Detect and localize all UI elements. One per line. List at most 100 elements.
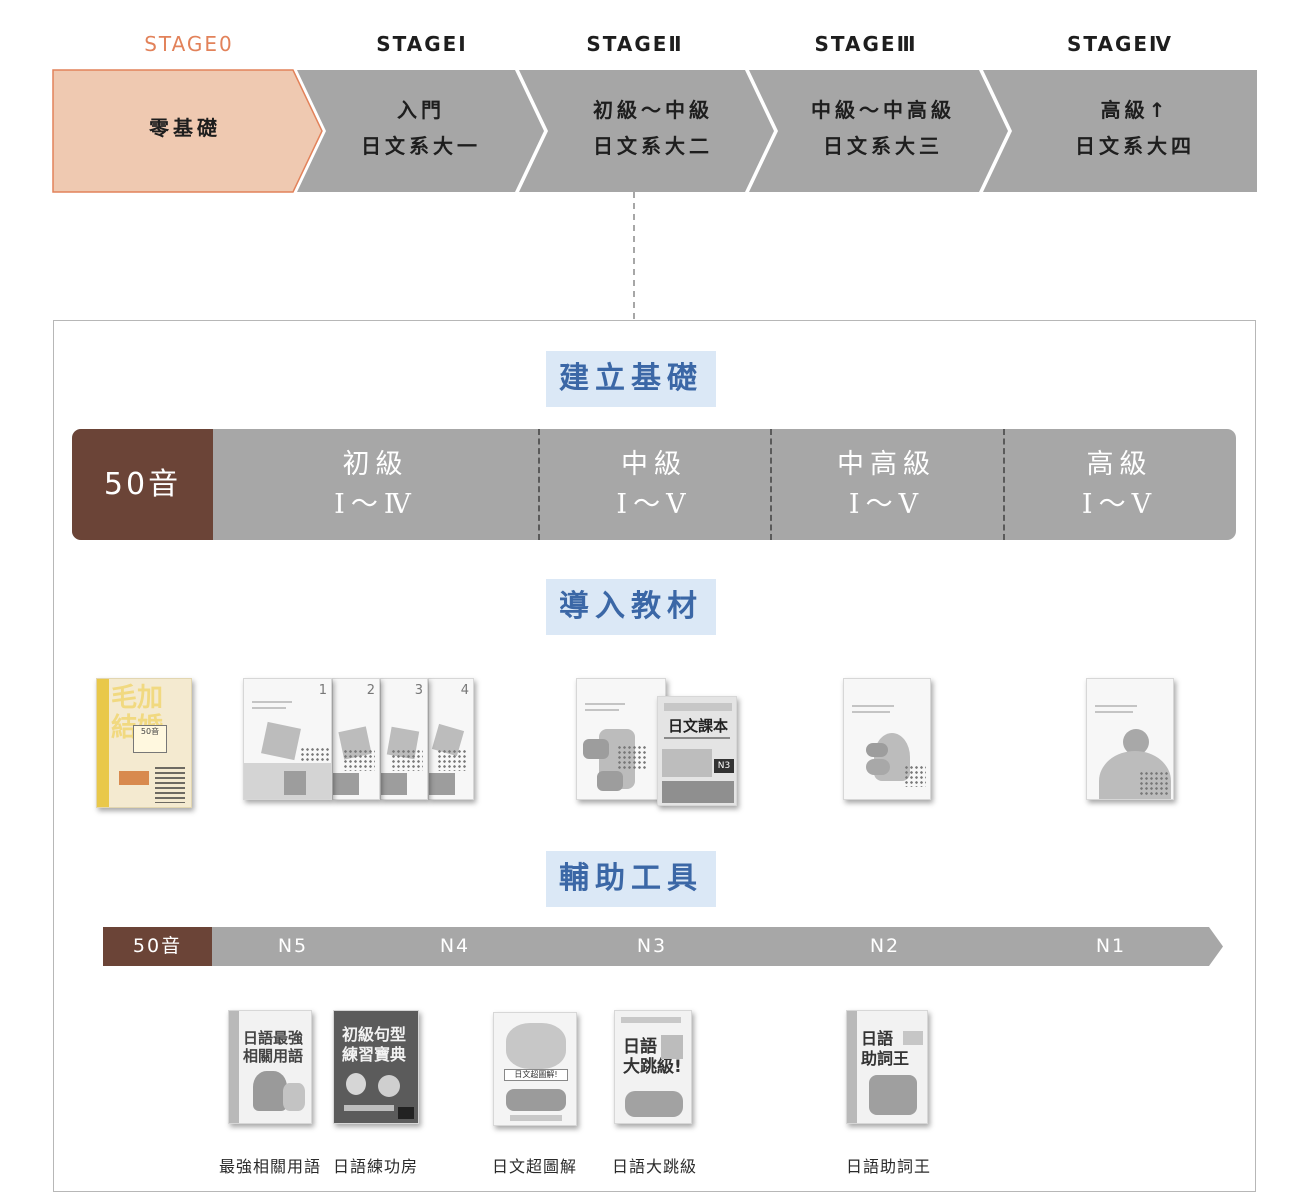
level-upper-intermediate-range: Ⅰ～Ⅴ bbox=[848, 489, 925, 520]
book-volume-number: 1 bbox=[318, 683, 327, 698]
cover-shape bbox=[381, 773, 407, 795]
stage-4-line2: 日文系大四 bbox=[1075, 134, 1195, 158]
book-cover-beginner-2[interactable]: 2 bbox=[332, 678, 380, 800]
curriculum-panel bbox=[53, 320, 1256, 1192]
book-cover-intermediate[interactable] bbox=[576, 678, 666, 800]
cover-illustration bbox=[283, 1083, 305, 1111]
cover-dots bbox=[1139, 771, 1169, 797]
tool-caption-illustrated: 日文超圖解 bbox=[492, 1157, 578, 1176]
cover-text-line bbox=[852, 711, 890, 713]
stage-label-2: STAGEⅡ bbox=[586, 32, 684, 56]
cover-dots bbox=[343, 749, 375, 771]
cover-shape bbox=[261, 721, 301, 761]
level-bar: 50音 初級 Ⅰ～Ⅳ 中級 Ⅰ～Ⅴ 中高級 Ⅰ～Ⅴ 高級 Ⅰ～Ⅴ bbox=[72, 429, 1236, 540]
cover-text-line bbox=[585, 709, 619, 711]
stage-chevron-3 bbox=[749, 70, 1008, 192]
cover-shape bbox=[866, 759, 890, 775]
book-cover-50-sounds[interactable]: 毛加結婚 50音 bbox=[96, 678, 192, 808]
book-volume-number: 3 bbox=[414, 683, 423, 698]
book-cover-label bbox=[119, 771, 149, 785]
cover-dots bbox=[617, 745, 647, 769]
book-spine bbox=[847, 1011, 857, 1123]
tool-book-related-terms[interactable]: 日語最強 相關用語 bbox=[228, 1010, 312, 1124]
stage-chevron-0 bbox=[52, 69, 323, 193]
stage-chevron-1 bbox=[297, 70, 544, 192]
tool-caption-particles: 日語助詞王 bbox=[846, 1157, 932, 1176]
cover-illustration bbox=[869, 1075, 917, 1115]
book-cover-title: 日語 大跳級! bbox=[623, 1037, 682, 1077]
book-cover-title: 日語 助詞王 bbox=[861, 1029, 910, 1068]
stage-2-line2: 日文系大二 bbox=[593, 134, 713, 158]
book-cover-beginner-3[interactable]: 3 bbox=[380, 678, 428, 800]
book-cover-advanced[interactable] bbox=[1086, 678, 1174, 800]
stage-4-line1: 高級↑ bbox=[1100, 98, 1170, 122]
jlpt-start-block bbox=[103, 927, 212, 966]
jlpt-n4: N4 bbox=[439, 935, 471, 957]
stage-2-line1: 初級～中級 bbox=[593, 98, 713, 122]
stage-label-3: STAGEⅢ bbox=[814, 32, 918, 56]
book-cover-beginner-4[interactable]: 4 bbox=[428, 678, 474, 800]
stage-chevron-4 bbox=[983, 70, 1257, 192]
book-cover-title: 初級句型 練習寶典 bbox=[342, 1025, 407, 1064]
cover-dots bbox=[437, 749, 467, 771]
cover-text-line bbox=[585, 703, 625, 705]
cover-shape bbox=[583, 739, 609, 759]
cover-text-line bbox=[252, 707, 286, 709]
tool-book-particles[interactable]: 日語 助詞王 bbox=[846, 1010, 928, 1124]
stage-3-line1: 中級～中高級 bbox=[811, 98, 955, 122]
cover-text-line bbox=[252, 701, 292, 703]
cover-badge bbox=[398, 1107, 414, 1119]
level-intermediate-range: Ⅰ～Ⅴ bbox=[616, 489, 692, 520]
cover-illustration bbox=[346, 1073, 366, 1095]
tool-caption-level-jump: 日語大跳級 bbox=[612, 1157, 698, 1176]
jlpt-level-arrow: 50音 N5 N4 N3 N2 N1 bbox=[103, 927, 1223, 966]
book-cover-beginner-1[interactable]: 1 bbox=[243, 678, 332, 800]
book-cover-50-title: 50音 bbox=[140, 727, 160, 736]
level-beginner-name: 初級 bbox=[342, 449, 409, 480]
cover-illustration bbox=[506, 1089, 566, 1111]
cover-illustration bbox=[253, 1071, 287, 1111]
cover-text-block bbox=[662, 749, 712, 777]
stage-chevron-2 bbox=[519, 70, 774, 192]
level-divider bbox=[1003, 429, 1005, 540]
jlpt-n2: N2 bbox=[869, 935, 901, 957]
book-title: 日文課本 bbox=[667, 717, 728, 735]
section-title-tools: 輔助工具 bbox=[546, 851, 716, 907]
stage-label-4: STAGEⅣ bbox=[1066, 32, 1174, 56]
cover-dots bbox=[391, 749, 423, 771]
cover-dots bbox=[904, 765, 926, 787]
tool-book-level-jump[interactable]: 日語 大跳級! bbox=[614, 1010, 692, 1124]
cover-text-line bbox=[621, 1017, 681, 1023]
stage-1-line1: 入門 bbox=[397, 98, 445, 122]
jlpt-n3: N3 bbox=[636, 935, 668, 957]
book-cover-title: 日語最強 相關用語 bbox=[243, 1029, 304, 1065]
cover-text-line bbox=[664, 737, 730, 739]
tool-book-illustrated[interactable]: 日文超圖解! bbox=[493, 1012, 577, 1126]
level-beginner-range: Ⅰ～Ⅳ bbox=[334, 489, 417, 520]
cover-illustration bbox=[506, 1023, 566, 1069]
level-divider bbox=[538, 429, 540, 540]
jlpt-start: 50音 bbox=[132, 935, 183, 957]
book-cover-n3[interactable]: 日文課本 N3 bbox=[657, 696, 737, 806]
cover-text-line bbox=[510, 1115, 562, 1121]
jlpt-arrow-shape bbox=[103, 927, 1223, 966]
level-upper-intermediate: 中高級 Ⅰ～Ⅴ bbox=[770, 429, 1003, 540]
level-50-sounds: 50音 bbox=[72, 429, 213, 540]
cover-text-line bbox=[344, 1105, 394, 1111]
section-title-textbooks: 導入教材 bbox=[546, 579, 716, 635]
cover-shape bbox=[284, 771, 306, 795]
book-volume-number: 2 bbox=[366, 683, 375, 698]
stage-0-text: 零基礎 bbox=[149, 116, 221, 140]
tool-book-practice[interactable]: 初級句型 練習寶典 bbox=[333, 1010, 419, 1124]
book-spine bbox=[97, 679, 109, 807]
cover-shape bbox=[597, 771, 623, 791]
stage-label-1: STAGEI bbox=[376, 32, 468, 56]
book-spine bbox=[229, 1011, 239, 1123]
cover-illustration bbox=[662, 781, 734, 803]
level-upper-intermediate-name: 中高級 bbox=[837, 449, 936, 480]
book-cover-upper-intermediate[interactable] bbox=[843, 678, 931, 800]
cover-shape bbox=[1123, 729, 1149, 755]
stage-label-0: STAGE0 bbox=[144, 32, 234, 56]
cover-illustration bbox=[661, 1035, 683, 1059]
cover-illustration bbox=[903, 1031, 923, 1045]
